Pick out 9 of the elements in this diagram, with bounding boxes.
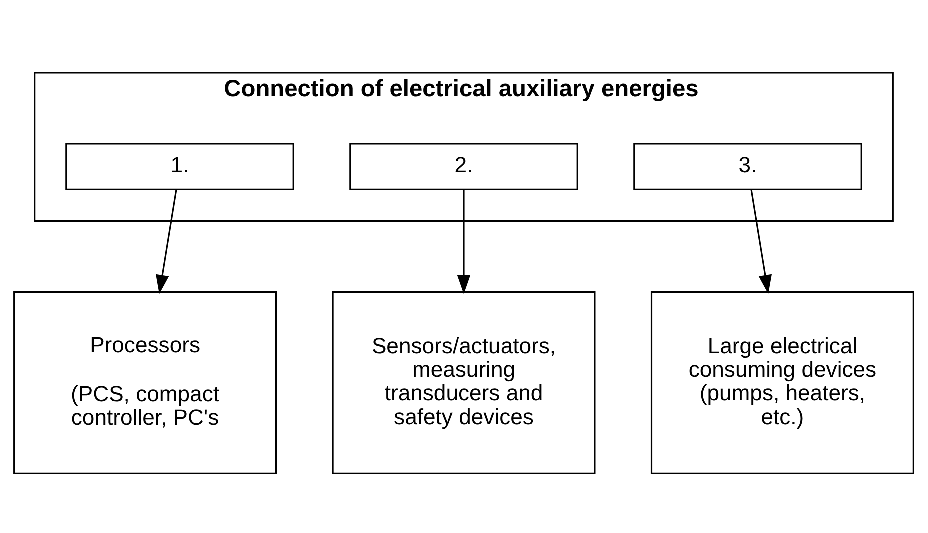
node-box: Processors (PCS, compact controller, PC's (14, 290, 278, 474)
arrow (457, 190, 471, 294)
node-box: Large electrical consuming devices (pumps, heaters, etc.) (650, 290, 914, 474)
node-box: 3. (634, 142, 862, 190)
node-box: Sensors/actuators, measuring transducers and safety devices (332, 290, 596, 474)
node-box: 1. (66, 142, 294, 190)
arrow (750, 189, 772, 294)
arrow (156, 189, 178, 294)
node-box: 2. (350, 142, 578, 190)
